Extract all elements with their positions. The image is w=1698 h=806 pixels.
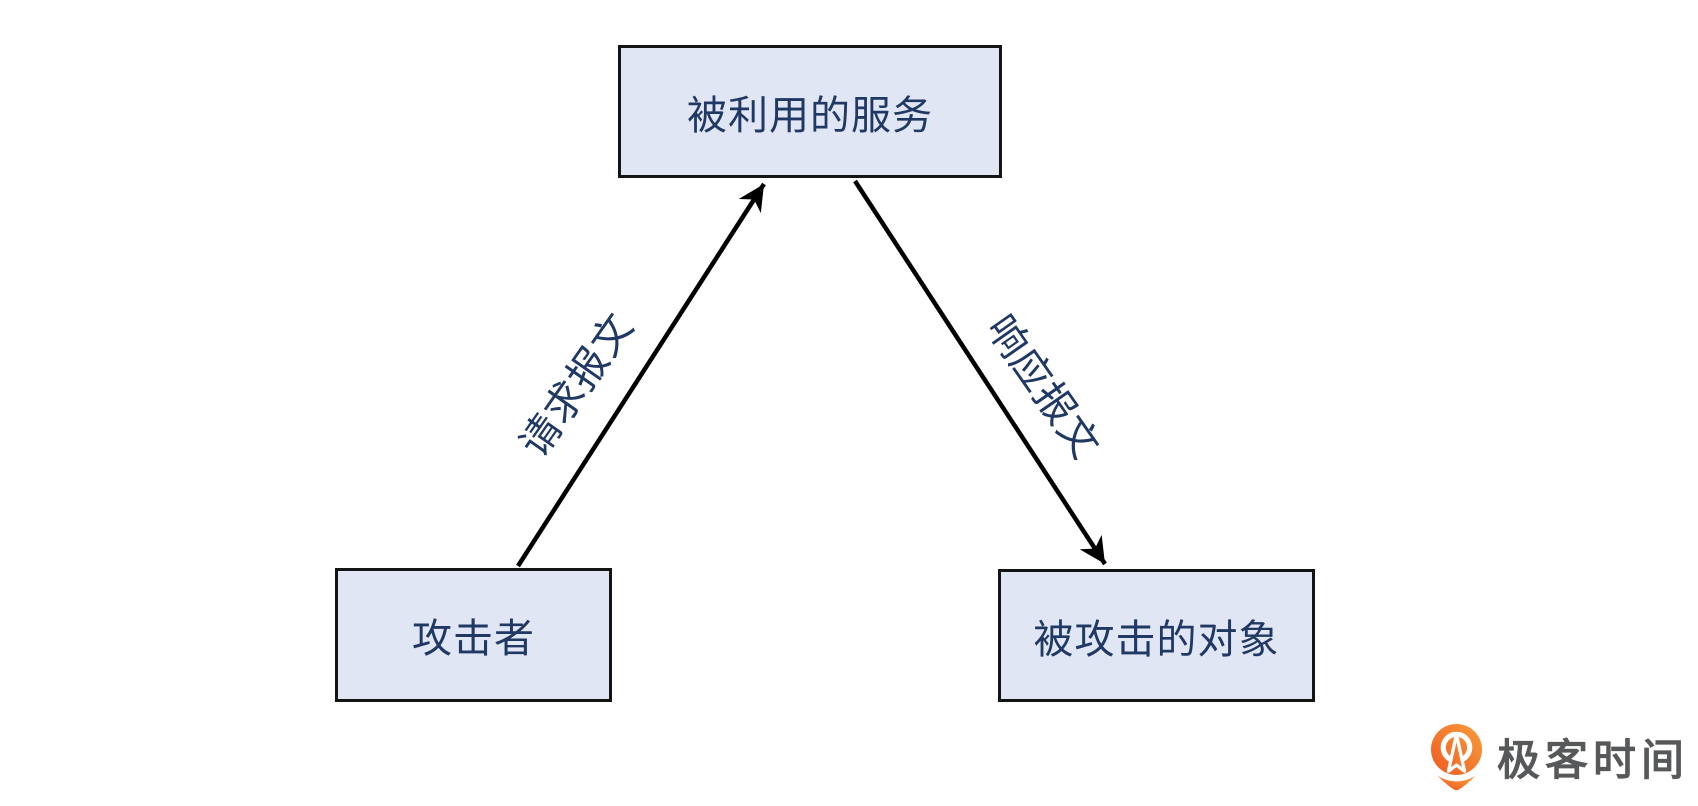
edge-label-response: 响应报文 [977, 307, 1108, 468]
node-exploited-service: 被利用的服务 [618, 45, 1002, 178]
node-attacked-target-label: 被攻击的对象 [1033, 617, 1280, 662]
edge-label-request: 请求报文 [512, 305, 643, 466]
geektime-logo-text: 极客时间 [1497, 737, 1689, 785]
node-attacked-target: 被攻击的对象 [998, 569, 1315, 702]
node-attacker: 攻击者 [335, 568, 612, 702]
geektime-logo: 极客时间 [1428, 722, 1689, 792]
node-attacker-label: 攻击者 [412, 617, 535, 661]
node-exploited-service-label: 被利用的服务 [687, 93, 933, 138]
geektime-logo-icon [1431, 723, 1482, 791]
